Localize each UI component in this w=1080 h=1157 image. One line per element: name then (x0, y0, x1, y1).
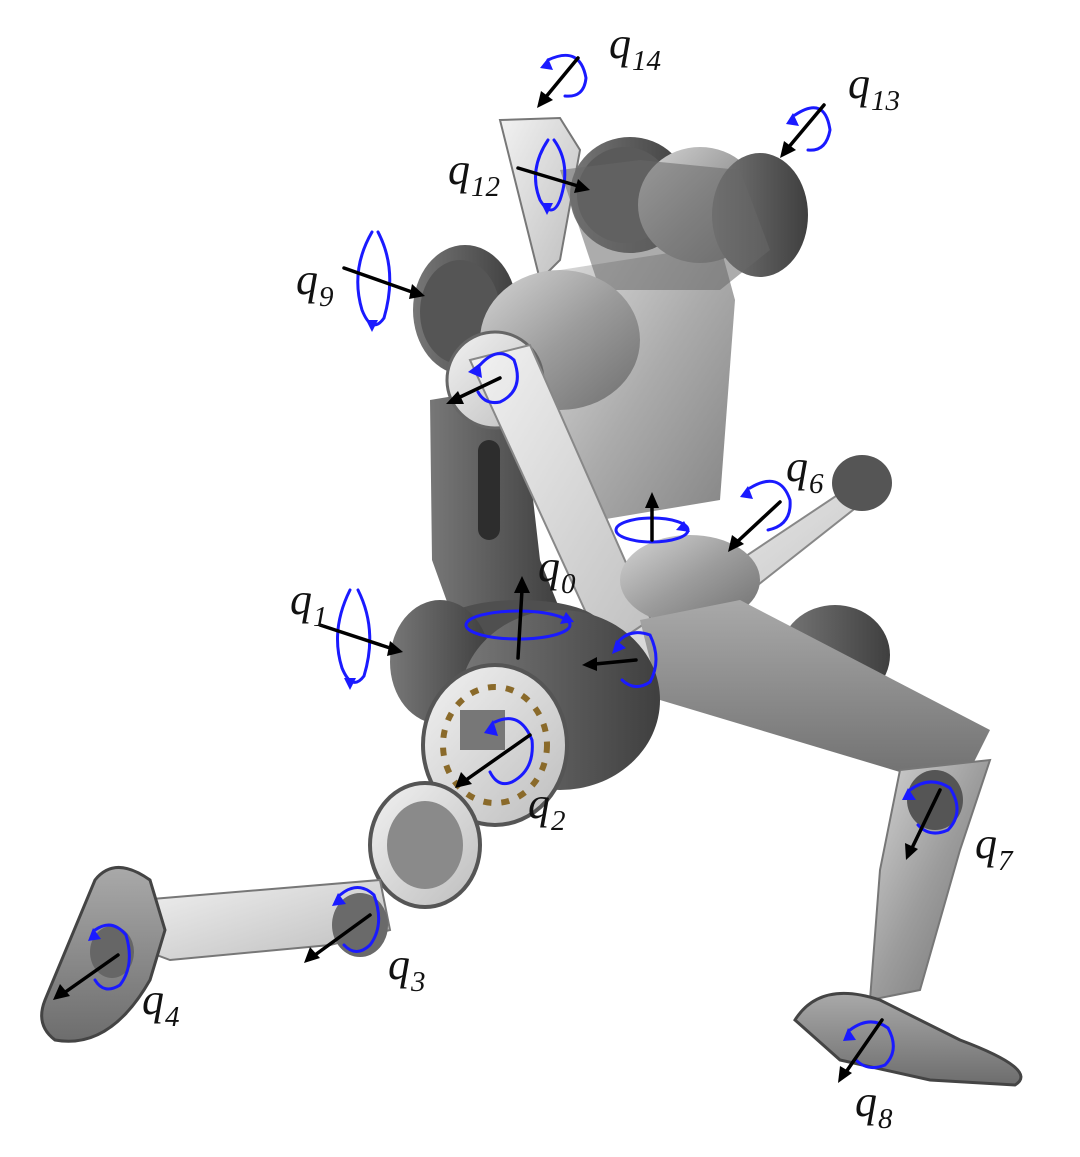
axis-q8 (838, 1018, 895, 1083)
axis-arm-elbow-unlabeled (582, 631, 658, 688)
upper-right-motor-stack (560, 137, 808, 290)
axis-q4 (53, 923, 131, 1000)
label-q8: q8 (855, 1077, 893, 1135)
axis-q9 (342, 230, 425, 332)
axis-q13 (780, 103, 832, 158)
label-q9: q9 (296, 255, 334, 313)
label-q7: q7 (975, 819, 1013, 877)
axis-q3 (304, 886, 381, 963)
axis-q6 (728, 479, 792, 552)
robot-body (40, 116, 1023, 1087)
label-q13: q13 (848, 59, 900, 117)
label-q0: q0 (538, 542, 576, 600)
axis-q2 (455, 717, 534, 788)
axis-q0 (464, 576, 574, 660)
right-arm-ball (832, 455, 892, 511)
label-q12: q12 (448, 145, 500, 203)
left-hip-motors (390, 600, 660, 827)
torso-slot (478, 440, 500, 540)
axis-q14 (537, 54, 588, 108)
right-thigh (640, 600, 990, 790)
axis-q1 (318, 588, 403, 690)
axis-q7 (902, 780, 959, 860)
right-shin (868, 758, 992, 1002)
axis-q12 (516, 138, 590, 215)
axis-waist-yaw-unlabeled (614, 492, 690, 544)
label-q3: q3 (388, 940, 426, 998)
label-q6: q6 (786, 442, 824, 500)
left-knee-motor (368, 781, 482, 909)
label-q4: q4 (142, 975, 180, 1033)
label-q1: q1 (290, 575, 328, 633)
axis-shoulder-unlabeled (446, 352, 519, 404)
right-foot-pad (793, 991, 1023, 1087)
joint-axes (53, 54, 959, 1083)
label-q14: q14 (609, 19, 661, 77)
label-q2: q2 (528, 779, 566, 837)
